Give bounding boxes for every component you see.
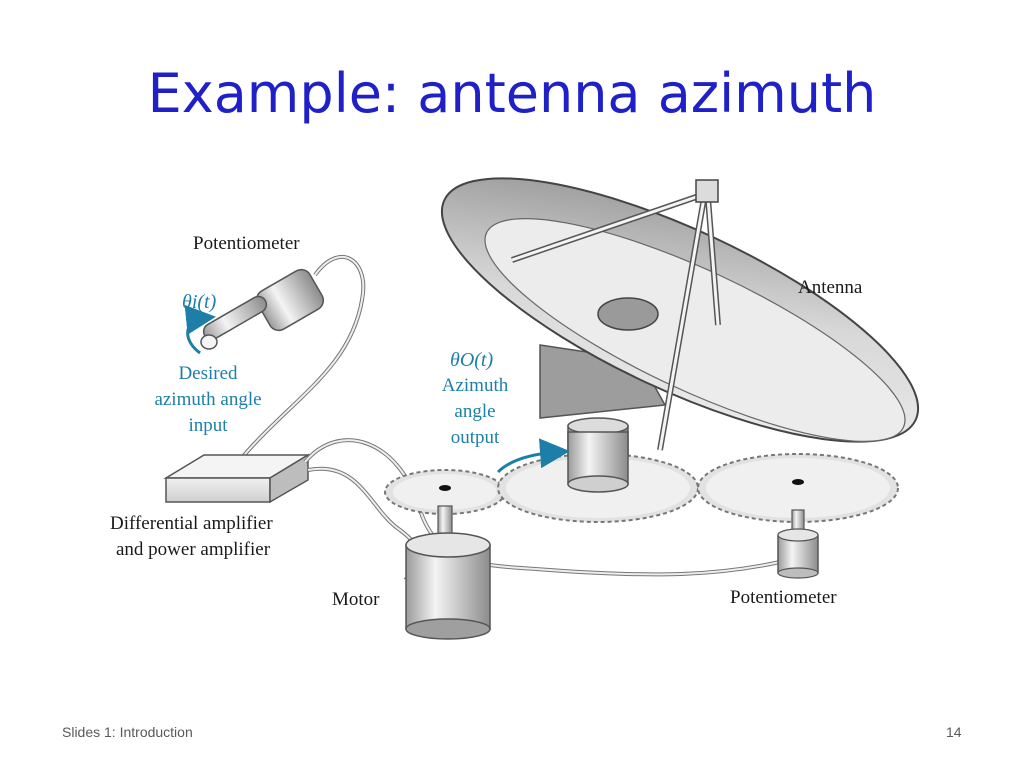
footer-label: Slides 1: Introduction bbox=[62, 724, 193, 740]
label-desired-line3: input bbox=[188, 415, 228, 436]
antenna-azimuth-diagram: Potentiometer θi(t) Desired azimuth angl… bbox=[100, 170, 920, 650]
label-potentiometer-input: Potentiometer bbox=[193, 233, 300, 254]
antenna-dish bbox=[440, 177, 920, 451]
label-motor: Motor bbox=[332, 589, 380, 610]
gear-large bbox=[697, 453, 899, 523]
label-azimuth-line1: Azimuth bbox=[441, 375, 509, 396]
label-antenna: Antenna bbox=[798, 277, 863, 298]
amplifier-box bbox=[163, 453, 311, 504]
diagram-drawing bbox=[163, 177, 920, 640]
label-potentiometer-output: Potentiometer bbox=[730, 587, 837, 608]
input-potentiometer bbox=[200, 268, 325, 350]
gear-small bbox=[384, 469, 506, 515]
label-amplifier-line1: Differential amplifier bbox=[110, 513, 273, 534]
motor bbox=[405, 505, 491, 640]
label-azimuth-line2: angle bbox=[454, 401, 496, 422]
slide-title: Example: antenna azimuth bbox=[147, 62, 877, 125]
input-rotation-arrow bbox=[184, 304, 216, 355]
label-azimuth-line3: output bbox=[450, 427, 500, 448]
label-desired-line1: Desired bbox=[178, 363, 238, 384]
label-amplifier-line2: and power amplifier bbox=[116, 539, 271, 560]
label-theta-i: θi(t) bbox=[182, 291, 217, 313]
output-rotation-arrow bbox=[496, 438, 570, 474]
output-potentiometer bbox=[777, 509, 819, 579]
label-theta-o: θO(t) bbox=[450, 349, 494, 371]
label-desired-line2: azimuth angle bbox=[154, 389, 262, 410]
page-number: 14 bbox=[946, 724, 962, 740]
